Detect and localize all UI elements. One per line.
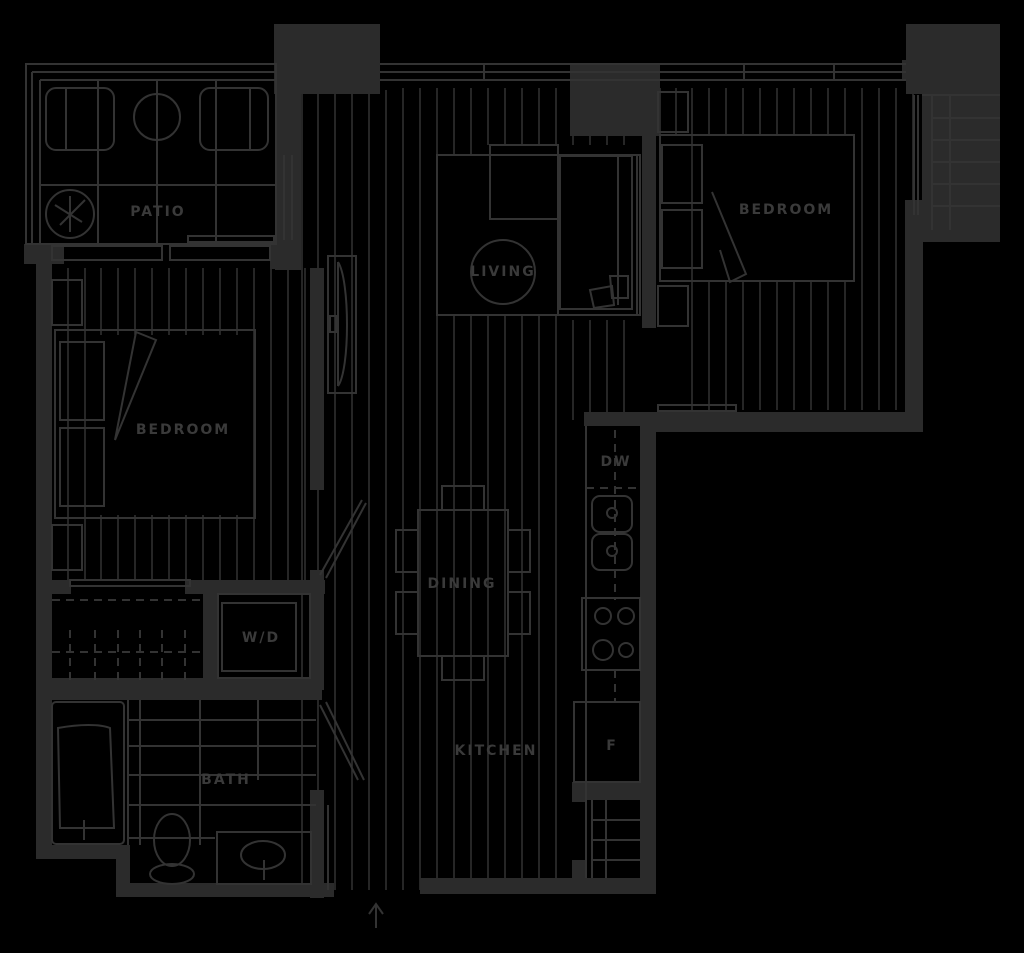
room-label-patio: PATIO: [130, 204, 186, 220]
appliance-label-dishwasher: DW: [600, 454, 632, 470]
walls: [24, 24, 1000, 898]
room-label-laundry: W/D: [241, 630, 281, 646]
room-label-bedroom-left: BEDROOM: [135, 422, 231, 438]
doors: [319, 499, 367, 890]
room-label-bedroom-right: BEDROOM: [738, 202, 834, 218]
kitchen-fixtures: [573, 426, 641, 878]
plant-icon: [45, 189, 95, 239]
windows: [25, 63, 919, 261]
bedroom-right-furniture: [657, 91, 1000, 412]
living-furniture: [327, 144, 641, 394]
patio-furniture: [39, 80, 276, 244]
arrow-up-icon: [368, 902, 384, 928]
room-label-kitchen: KITCHEN: [454, 743, 538, 759]
room-label-living: LIVING: [470, 264, 536, 280]
room-label-bath: BATH: [201, 772, 251, 788]
room-label-dining: DINING: [427, 576, 497, 592]
dining-table: [395, 485, 531, 681]
laundry-unit: [217, 593, 311, 679]
appliance-label-fridge: F: [606, 738, 618, 754]
bath-fixtures: [51, 700, 316, 885]
bedroom-left-furniture: [51, 279, 256, 680]
